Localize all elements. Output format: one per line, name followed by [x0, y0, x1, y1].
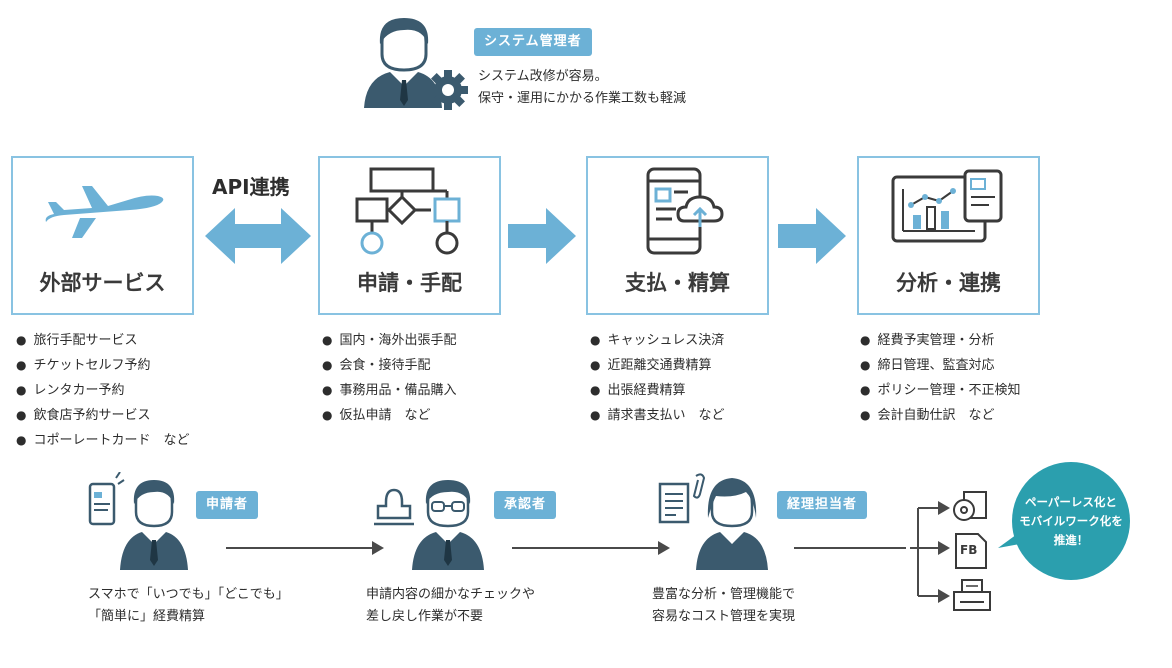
accountant-role-badge: 経理担当者	[777, 491, 868, 519]
list-item: 飲食店予約サービス	[16, 403, 190, 428]
list-item: コポーレートカード など	[16, 428, 189, 453]
approver-description: 申請内容の細かなチェックや 差し戻し作業が不要	[366, 584, 535, 628]
stage-box-payment: 支払・精算	[586, 156, 769, 315]
stage-label: 外部サービス	[39, 271, 166, 295]
list-item: 請求書支払い など	[590, 403, 724, 428]
arrow-right-icon	[508, 208, 576, 268]
description-line: 「簡単に」経費精算	[88, 609, 206, 624]
double-arrow-icon	[205, 206, 311, 270]
flow-arrow	[512, 540, 672, 560]
printer-icon	[950, 578, 992, 618]
approver-figure	[372, 472, 492, 574]
admin-description: システム改修が容易。 保守・運用にかかる作業工数も軽減	[478, 66, 686, 110]
list-item: 事務用品・備品購入	[322, 378, 456, 403]
api-integration-label: API連携	[212, 175, 290, 199]
admin-description-line: システム改修が容易。	[478, 69, 608, 84]
list-item: 出張経費精算	[590, 378, 725, 403]
stage-label: 分析・連携	[896, 271, 1001, 295]
stage-feature-list-external-services: 旅行手配サービス チケットセルフ予約 レンタカー予約 飲食店予約サービス コポー…	[16, 328, 190, 453]
bubble-line: ペーパーレス化と	[1025, 494, 1117, 509]
stage-feature-list-payment: キャッシュレス決済 近距離交通費精算 出張経費精算 請求書支払い など	[590, 328, 725, 428]
description-line: 豊富な分析・管理機能で	[652, 587, 796, 602]
disc-document-icon	[952, 490, 990, 528]
admin-description-line: 保守・運用にかかる作業工数も軽減	[478, 91, 687, 106]
fb-file-icon: FB	[954, 532, 988, 570]
branch-connector	[904, 496, 954, 610]
stage-feature-list-application: 国内・海外出張手配 会食・接待手配 事務用品・備品購入 仮払申請 など	[322, 328, 457, 428]
list-item: 国内・海外出張手配	[322, 328, 456, 353]
admin-role-badge: システム管理者	[474, 28, 592, 56]
bubble-line: 推進！	[1053, 532, 1089, 547]
list-item: 近距離交通費精算	[590, 353, 725, 378]
description-line: 差し戻し作業が不要	[366, 609, 484, 624]
airplane-icon	[13, 166, 192, 258]
description-line: スマホで「いつでも」「どこでも」	[88, 587, 289, 602]
admin-with-gear-icon	[364, 18, 468, 110]
list-item: レンタカー予約	[16, 378, 190, 403]
approver-role-badge: 承認者	[494, 491, 557, 519]
list-item: 会食・接待手配	[322, 353, 457, 378]
arrow-right-icon	[778, 208, 846, 268]
description-line: 容易なコスト管理を実現	[652, 609, 796, 624]
list-item: キャッシュレス決済	[590, 328, 725, 353]
smartphone-cloud-icon	[588, 166, 767, 258]
description-line: 申請内容の細かなチェックや	[366, 587, 536, 602]
applicant-description: スマホで「いつでも」「どこでも」 「簡単に」経費精算	[88, 584, 289, 628]
admin-figure	[360, 14, 470, 110]
list-item: チケットセルフ予約	[16, 353, 190, 378]
accountant-description: 豊富な分析・管理機能で 容易なコスト管理を実現	[652, 584, 795, 628]
analytics-dashboard-icon	[859, 166, 1038, 258]
flow-arrow	[226, 540, 386, 560]
flowchart-icon	[320, 166, 499, 258]
flow-arrow	[794, 540, 918, 560]
accountant-figure	[654, 472, 774, 574]
fb-file-label: FB	[960, 543, 978, 557]
list-item: 会計自動仕訳 など	[860, 403, 1021, 428]
stage-label: 申請・手配	[357, 271, 462, 295]
promotion-bubble: ペーパーレス化と モバイルワーク化を 推進！	[1012, 462, 1130, 580]
bubble-line: モバイルワーク化を	[1019, 513, 1123, 528]
stage-feature-list-analysis: 経費予実管理・分析 締日管理、監査対応 ポリシー管理・不正検知 会計自動仕訳 な…	[860, 328, 1021, 428]
applicant-role-badge: 申請者	[196, 491, 259, 519]
list-item: ポリシー管理・不正検知	[860, 378, 1020, 403]
list-item: 旅行手配サービス	[16, 328, 190, 353]
list-item: 仮払申請 など	[322, 403, 457, 428]
stage-box-application: 申請・手配	[318, 156, 501, 315]
stage-box-external-services: 外部サービス	[11, 156, 194, 315]
list-item: 経費予実管理・分析	[860, 328, 1021, 353]
stage-box-analysis: 分析・連携	[857, 156, 1040, 315]
list-item: 締日管理、監査対応	[860, 353, 1021, 378]
applicant-figure	[84, 471, 194, 574]
stage-label: 支払・精算	[625, 271, 730, 295]
